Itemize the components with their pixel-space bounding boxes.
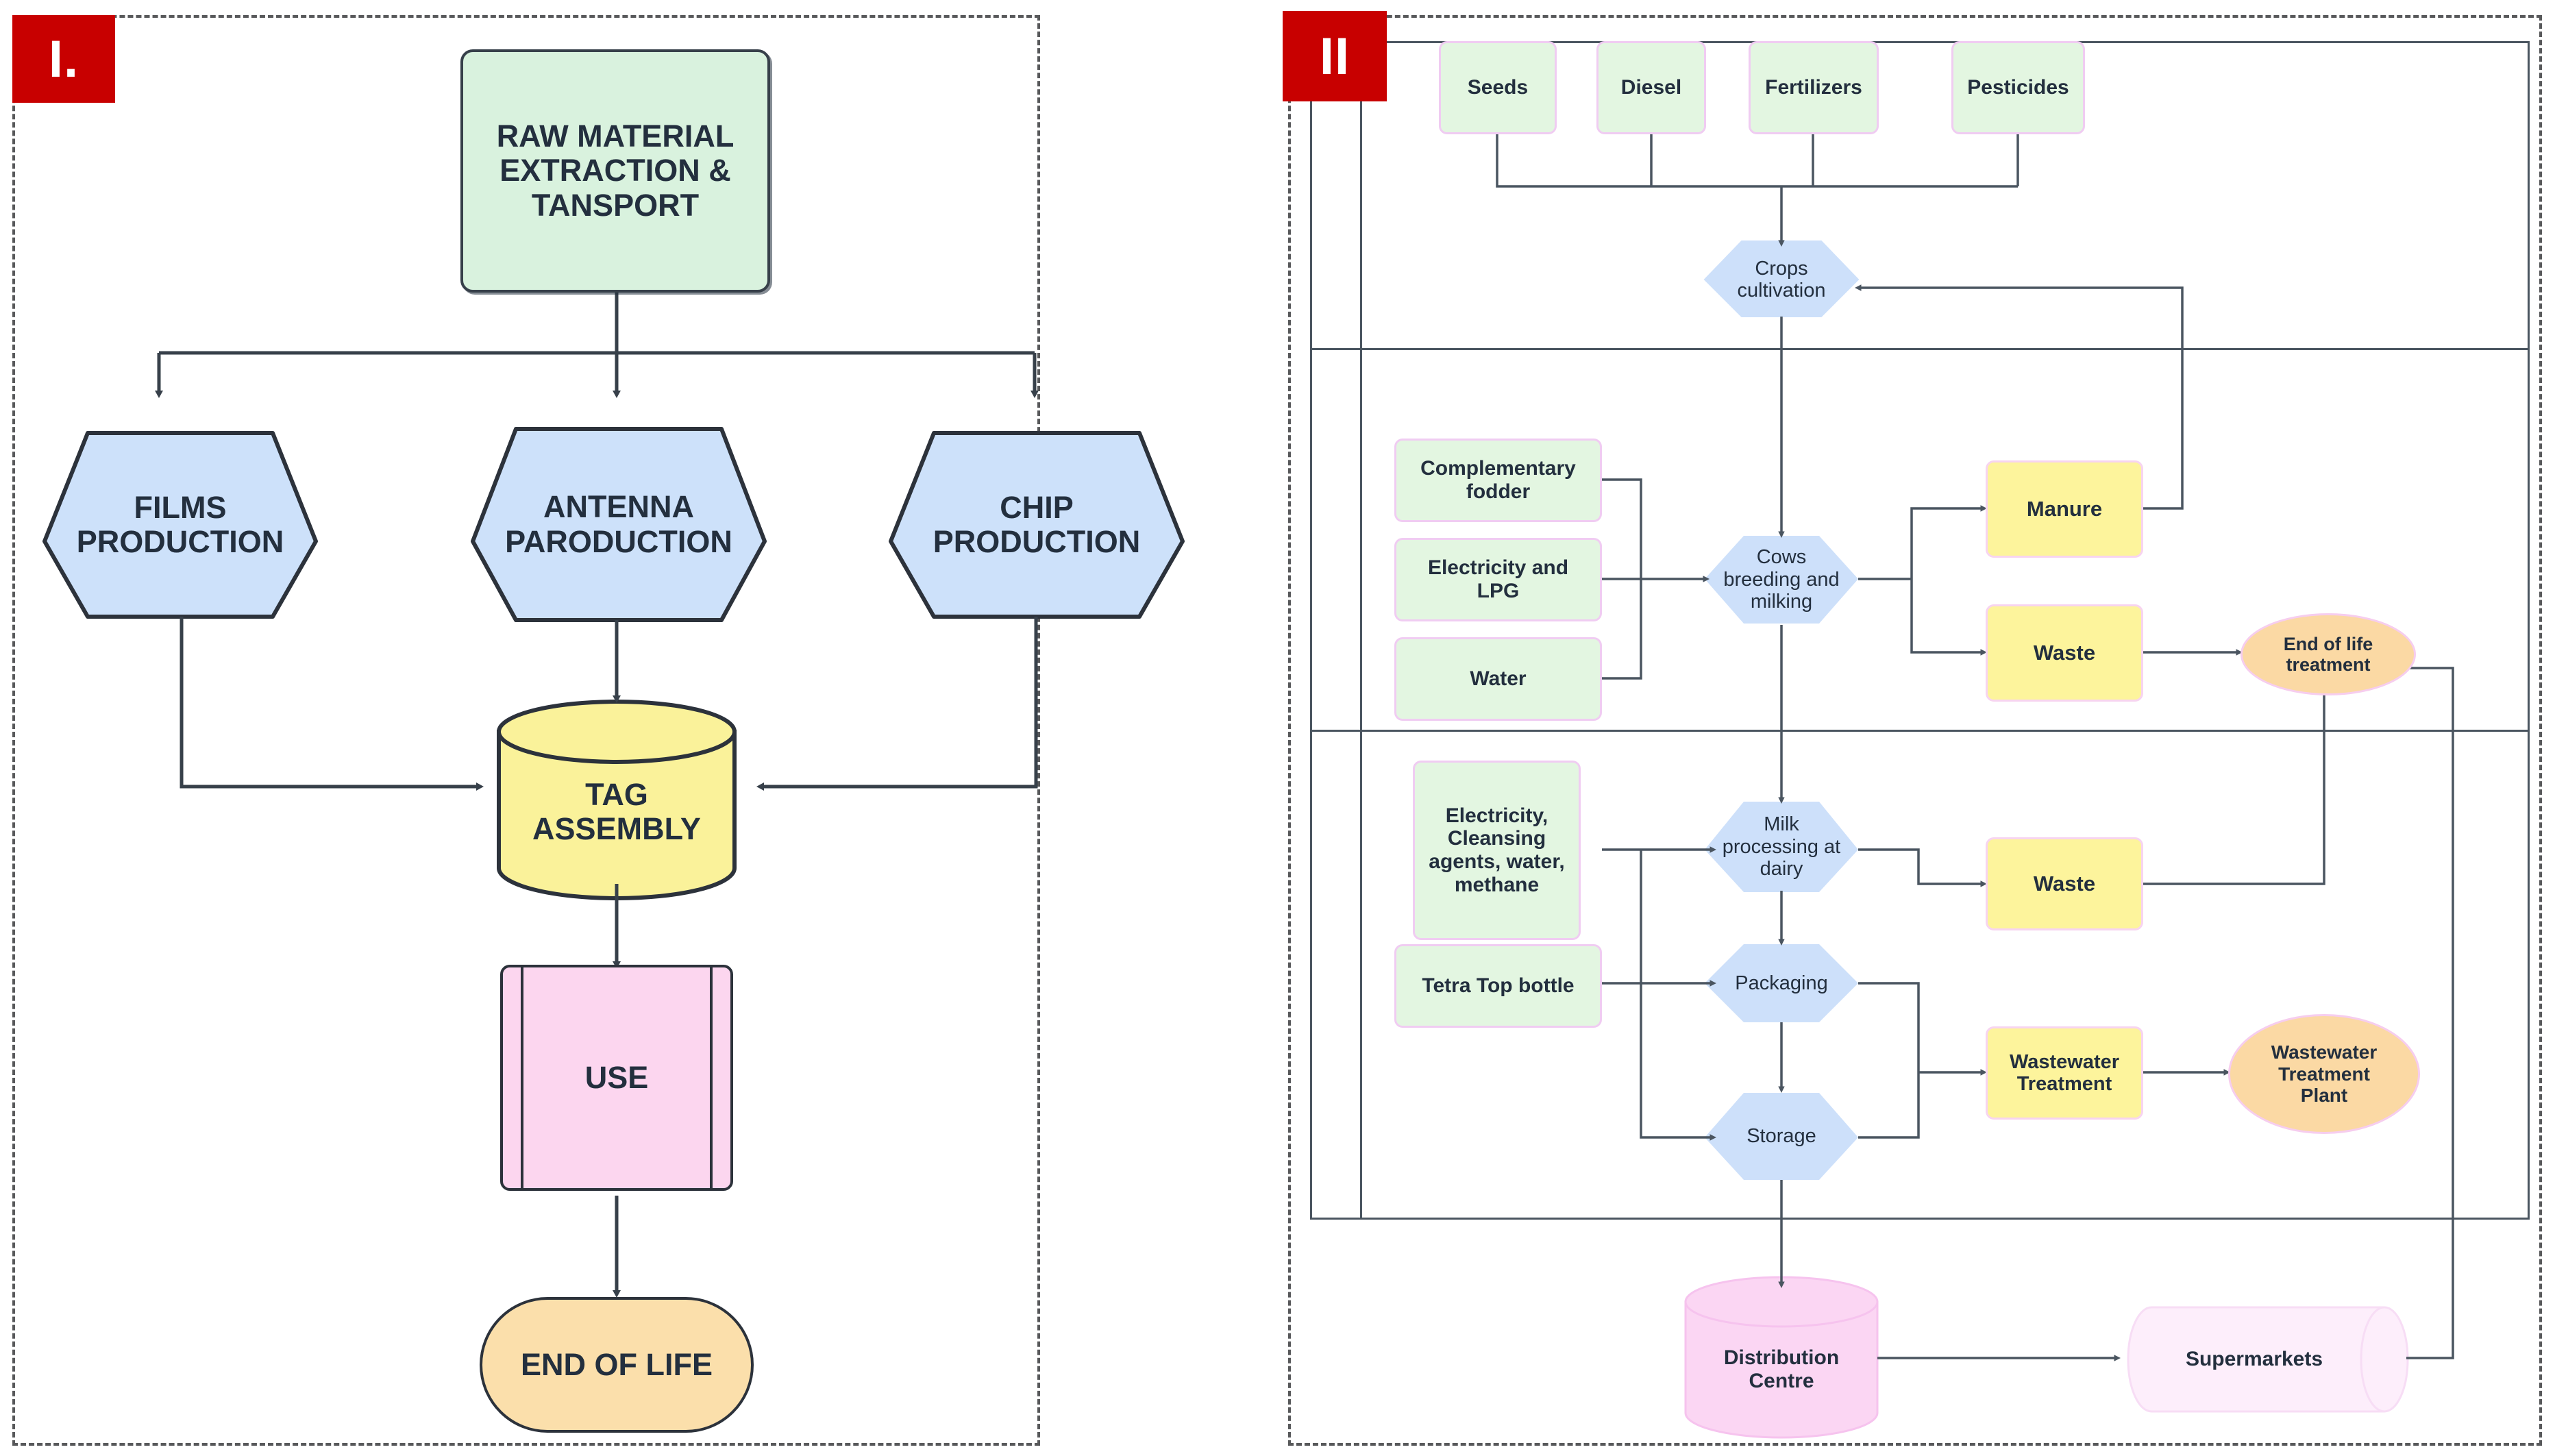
- node-seeds[interactable]: Seeds: [1439, 41, 1557, 134]
- swimlane-header-column: [1360, 41, 1362, 1220]
- node-raw-material-extraction[interactable]: RAW MATERIAL EXTRACTION & TANSPORT: [460, 49, 770, 293]
- node-manure[interactable]: Manure: [1986, 460, 2143, 558]
- node-label: END OF LIFE: [521, 1346, 713, 1382]
- node-label: ANTENNA PARODUCTION: [505, 489, 732, 559]
- node-water[interactable]: Water: [1394, 637, 1602, 721]
- node-label: Electricity, Cleansing agents, water, me…: [1429, 804, 1565, 896]
- node-tetra-top-bottle[interactable]: Tetra Top bottle: [1394, 944, 1602, 1028]
- node-label: USE: [584, 1059, 649, 1095]
- node-complementary-fodder[interactable]: Complementary fodder: [1394, 439, 1602, 522]
- node-milk-processing-at-dairy[interactable]: Milk processing at dairy: [1705, 802, 1858, 892]
- node-label: FILMS PRODUCTION: [76, 489, 284, 559]
- node-label: Diesel: [1620, 76, 1682, 99]
- node-antenna-production[interactable]: ANTENNA PARODUCTION: [473, 429, 765, 620]
- node-storage[interactable]: Storage: [1705, 1093, 1858, 1180]
- node-films-production[interactable]: FILMS PRODUCTION: [45, 433, 316, 617]
- node-electricity-cleansing-agents[interactable]: Electricity, Cleansing agents, water, me…: [1413, 761, 1581, 940]
- node-label: End of life treatment: [2283, 633, 2373, 675]
- node-label: Distribution Centre: [1723, 1346, 1840, 1392]
- node-tag-assembly[interactable]: TAG ASSEMBLY: [499, 726, 735, 898]
- node-label: Waste: [2033, 871, 2096, 896]
- panel-one-badge: I.: [12, 15, 115, 103]
- node-pesticides[interactable]: Pesticides: [1951, 41, 2085, 134]
- node-label: Fertilizers: [1765, 76, 1862, 99]
- node-label: CHIP PRODUCTION: [933, 489, 1141, 559]
- node-label: Milk processing at dairy: [1722, 813, 1841, 880]
- node-wastewater-treatment[interactable]: Wastewater Treatment: [1986, 1026, 2143, 1120]
- node-fertilizers[interactable]: Fertilizers: [1749, 41, 1879, 134]
- node-end-of-life-treatment[interactable]: End of life treatment: [2241, 613, 2416, 695]
- swimlane-pool: [1310, 41, 2530, 1220]
- node-packaging[interactable]: Packaging: [1705, 944, 1858, 1022]
- panel-two-badge: II: [1283, 11, 1387, 101]
- node-wastewater-treatment-plant[interactable]: Wastewater Treatment Plant: [2228, 1014, 2420, 1134]
- node-chip-production[interactable]: CHIP PRODUCTION: [891, 433, 1183, 617]
- swimlane-divider-1: [1310, 348, 2530, 350]
- node-label: Wastewater Treatment Plant: [2271, 1041, 2378, 1107]
- node-waste-breeding[interactable]: Waste: [1986, 604, 2143, 702]
- node-cows-breeding-milking[interactable]: Cows breeding and milking: [1705, 536, 1858, 624]
- node-distribution-centre[interactable]: Distribution Centre: [1686, 1302, 1877, 1438]
- node-label: Storage: [1746, 1125, 1816, 1148]
- node-label: Electricity and LPG: [1427, 556, 1569, 602]
- swimlane-divider-2: [1310, 730, 2530, 732]
- node-label: TAG ASSEMBLY: [532, 776, 701, 846]
- node-supermarkets[interactable]: Supermarkets: [2138, 1307, 2371, 1411]
- node-electricity-and-lpg[interactable]: Electricity and LPG: [1394, 538, 1602, 621]
- node-label: Pesticides: [1967, 76, 2069, 99]
- node-label: Tetra Top bottle: [1422, 974, 1575, 998]
- node-label: Water: [1470, 667, 1527, 691]
- node-label: Wastewater Treatment: [2009, 1050, 2120, 1095]
- node-label: Packaging: [1735, 972, 1828, 994]
- node-use[interactable]: USE: [500, 965, 733, 1191]
- node-label: Complementary fodder: [1420, 457, 1576, 503]
- node-label: Manure: [2026, 496, 2103, 521]
- node-waste-dairy[interactable]: Waste: [1986, 837, 2143, 930]
- node-label: RAW MATERIAL EXTRACTION & TANSPORT: [496, 118, 735, 223]
- node-label: Cows breeding and milking: [1723, 546, 1840, 613]
- node-label: Supermarkets: [2185, 1348, 2323, 1371]
- node-crops-cultivation[interactable]: Crops cultivation: [1705, 241, 1858, 318]
- node-end-of-life[interactable]: END OF LIFE: [480, 1297, 754, 1433]
- node-label: Crops cultivation: [1737, 257, 1826, 301]
- node-label: Waste: [2033, 640, 2096, 665]
- node-diesel[interactable]: Diesel: [1596, 41, 1706, 134]
- node-label: Seeds: [1467, 76, 1529, 99]
